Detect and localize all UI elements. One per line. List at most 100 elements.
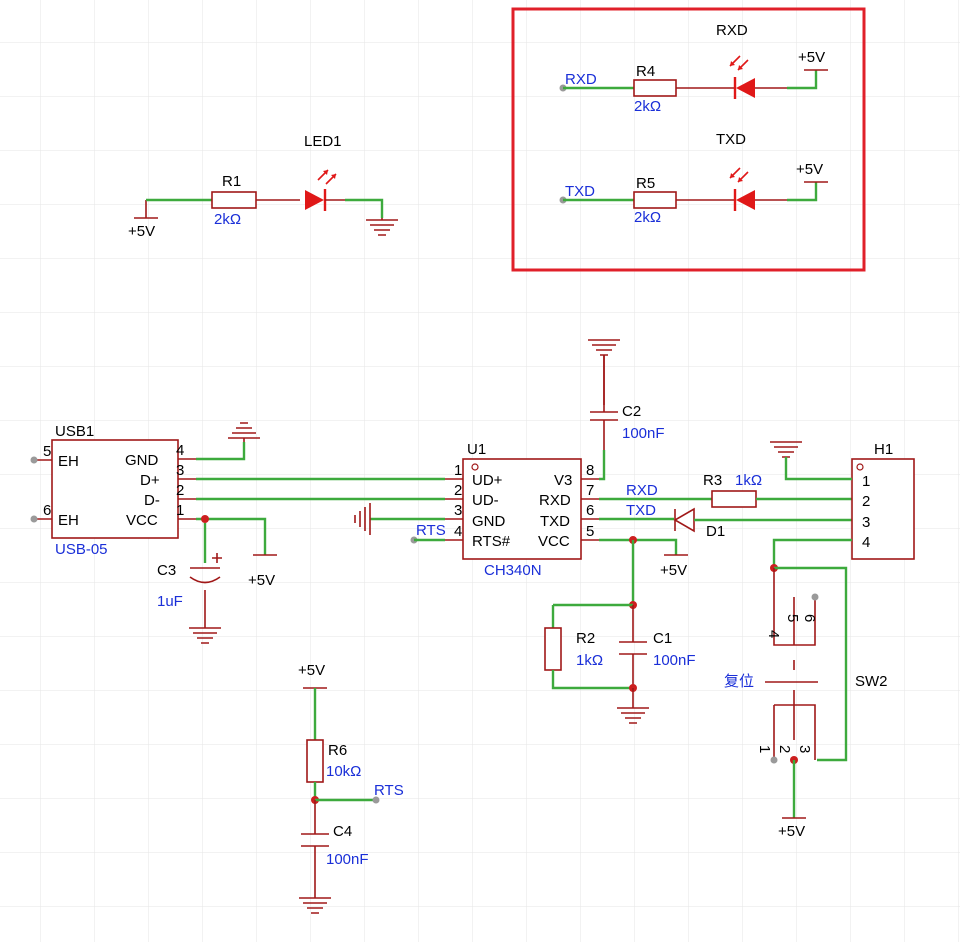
usb-pin-num: 1 [176, 502, 184, 519]
led-rxd-label: RXD [716, 22, 748, 39]
usb-pin-num: 3 [176, 462, 184, 479]
h1-pin: 2 [862, 493, 870, 510]
u1-pin-num: 5 [586, 523, 594, 540]
ground-symbol [366, 218, 398, 236]
led-txd[interactable] [729, 167, 755, 211]
u1-pin-num: 4 [454, 523, 462, 540]
usb-pin-num: 2 [176, 482, 184, 499]
usb-pin-name: EH [58, 453, 79, 470]
usb-pin-name: GND [125, 452, 159, 469]
usb1-model: USB-05 [55, 541, 108, 558]
u1-pin-name: RXD [539, 492, 571, 509]
h1-ref: H1 [874, 441, 893, 458]
r3-ref: R3 [703, 472, 722, 489]
usb-pin-name: VCC [126, 512, 158, 529]
c4-value: 100nF [326, 851, 369, 868]
led-txd-label: TXD [716, 131, 746, 148]
d1-power-label: +5V [660, 562, 687, 579]
usb-pin-num: 6 [43, 502, 51, 519]
led1-circuit: +5V R1 2kΩ LED1 [128, 133, 398, 240]
sw2-power-label: +5V [778, 823, 805, 840]
led-led1[interactable]: LED1 [304, 133, 345, 211]
r6-power-label: +5V [298, 662, 325, 679]
r1-value: 2kΩ [214, 211, 241, 228]
u1-pin-name: V3 [554, 472, 572, 489]
u1-pin-name: UD- [472, 492, 499, 509]
c3-ref: C3 [157, 562, 176, 579]
led1-ref: LED1 [304, 133, 342, 150]
led1-power-label: +5V [128, 223, 155, 240]
u1-pin-num: 6 [586, 502, 594, 519]
sw2-pin: 2 [776, 745, 793, 753]
u1-pin-num: 8 [586, 462, 594, 479]
box-txd-net: TXD [565, 183, 595, 200]
c4-ref: C4 [333, 823, 352, 840]
resistor-r4[interactable] [633, 79, 677, 97]
capacitor-c1[interactable]: C1 100nF [619, 605, 696, 688]
rts-net-label: RTS [416, 522, 446, 539]
h1-pin: 3 [862, 514, 870, 531]
u1-pin-num: 7 [586, 482, 594, 499]
u1-pin-num: 1 [454, 462, 462, 479]
r4-ref: R4 [636, 63, 655, 80]
d1-ref: D1 [706, 523, 725, 540]
c1-ref: C1 [653, 630, 672, 647]
u1-pin-name: VCC [538, 533, 570, 550]
rxd-power-label: +5V [798, 49, 825, 66]
capacitor-c2[interactable]: C2 100nF [590, 355, 665, 450]
u1-pin-name: RTS# [472, 533, 511, 550]
sw2-pin: 5 [784, 614, 801, 622]
ic-u1-ch340n[interactable]: U1 CH340N UD+ UD- GND RTS# 1 2 3 4 V3 RX… [445, 441, 599, 579]
switch-sw2[interactable]: 4 5 6 1 2 3 复位 SW2 [724, 568, 888, 764]
resistor-r2[interactable]: R2 1kΩ [544, 627, 603, 671]
capacitor-c4[interactable]: C4 100nF [301, 800, 369, 898]
sw2-reset-label: 复位 [724, 672, 754, 690]
u1-pin-name: UD+ [472, 472, 503, 489]
c1-value: 100nF [653, 652, 696, 669]
u1-pin-num: 2 [454, 482, 462, 499]
led-rxd[interactable] [729, 55, 755, 99]
resistor-r1[interactable]: R1 2kΩ [211, 173, 300, 228]
c2-ref: C2 [622, 403, 641, 420]
sw2-pin: 6 [801, 614, 818, 622]
sw2-ref: SW2 [855, 673, 888, 690]
sw2-pin: 3 [796, 745, 813, 753]
capacitor-c3[interactable]: C3 1uF [157, 523, 222, 628]
sw2-pin: 4 [765, 630, 782, 638]
status-led-box: RXD R4 2kΩ RXD +5V TXD R5 2kΩ TXD [511, 7, 866, 272]
sw2-pin: 1 [756, 745, 773, 753]
u1-model: CH340N [484, 562, 542, 579]
r2-ref: R2 [576, 630, 595, 647]
usb-pin-name: EH [58, 512, 79, 529]
txd-power-label: +5V [796, 161, 823, 178]
usb-pin-name: D+ [140, 472, 160, 489]
r3-value: 1kΩ [735, 472, 762, 489]
h1-pin: 1 [862, 473, 870, 490]
c3-value: 1uF [157, 593, 183, 610]
rxd-net-label: RXD [626, 482, 658, 499]
resistor-r6[interactable]: R6 10kΩ [306, 739, 361, 783]
rts-net-label-2: RTS [374, 782, 404, 799]
r2-value: 1kΩ [576, 652, 603, 669]
r4-value: 2kΩ [634, 98, 661, 115]
r6-value: 10kΩ [326, 763, 361, 780]
usb1-connector[interactable]: USB1 USB-05 5 EH 6 EH GND D+ D- VCC 4 3 … [30, 423, 197, 558]
r1-ref: R1 [222, 173, 241, 190]
usb-pin-num: 4 [176, 442, 184, 459]
box-rxd-net: RXD [565, 71, 597, 88]
resistor-r5[interactable] [633, 191, 677, 209]
u1-pin-num: 3 [454, 502, 462, 519]
r6-ref: R6 [328, 742, 347, 759]
u1-pin-name: TXD [540, 513, 570, 530]
highlight-box [511, 7, 866, 272]
header-h1[interactable]: H1 1 2 3 4 [851, 441, 915, 560]
usb-pin-num: 5 [43, 443, 51, 460]
h1-pin: 4 [862, 534, 870, 551]
u1-ref: U1 [467, 441, 486, 458]
c2-value: 100nF [622, 425, 665, 442]
u1-pin-name: GND [472, 513, 506, 530]
usb1-ref: USB1 [55, 423, 94, 440]
txd-net-label: TXD [626, 502, 656, 519]
r5-value: 2kΩ [634, 209, 661, 226]
